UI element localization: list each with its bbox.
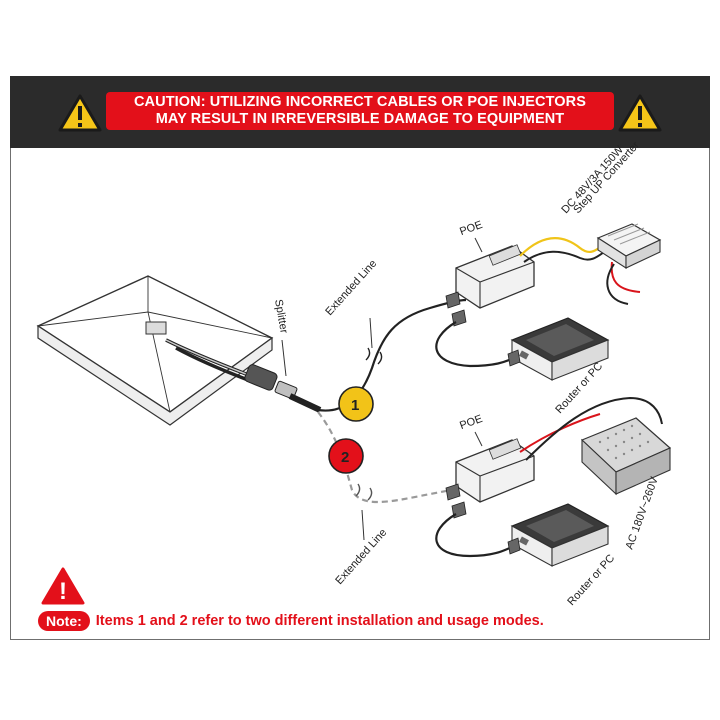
splitter [165, 338, 322, 413]
poe-injector-top [445, 244, 535, 327]
alert-mark: ! [59, 578, 67, 605]
mode-1-badge: 1 [338, 386, 374, 422]
router-bottom [510, 503, 610, 567]
extended-line-bottom-label: Extended Line [333, 527, 389, 587]
warning-triangle-icon [58, 94, 102, 132]
extended-line-solid [317, 298, 467, 412]
poe-bottom-label: POE [458, 413, 484, 432]
alert-triangle-icon: ! [41, 567, 85, 605]
router-top [510, 317, 610, 381]
note-text: Items 1 and 2 refer to two different ins… [95, 613, 544, 629]
converter-label-line-1: DC 48V/3A 150W [559, 143, 626, 216]
mode-1-number: 1 [351, 397, 359, 414]
note-tag: Note: [38, 611, 90, 631]
caution-line-1: CAUTION: UTILIZING INCORRECT CABLES OR P… [133, 94, 587, 110]
splitter-label: Splitter [272, 298, 290, 334]
router-cable-top [435, 321, 515, 368]
mode-2-number: 2 [341, 449, 349, 466]
ac-power-supply [580, 417, 672, 496]
step-up-converter [596, 223, 662, 270]
caution-line-2: MAY RESULT IN IRREVERSIBLE DAMAGE TO EQU… [155, 111, 565, 127]
router-bottom-label: Router or PC [565, 552, 617, 608]
antenna-panel [36, 275, 274, 426]
caution-banner: CAUTION: UTILIZING INCORRECT CABLES OR P… [106, 92, 614, 130]
note-row: Note: Items 1 and 2 refer to two differe… [38, 610, 544, 632]
poe-injector-bottom [445, 438, 535, 519]
extended-line-top-label: Extended Line [323, 258, 379, 318]
poe-top-label: POE [458, 219, 484, 238]
converter-label-line-2: Step UP Converter [571, 139, 642, 216]
mode-2-badge: 2 [328, 438, 364, 474]
warning-triangle-icon [618, 94, 662, 132]
router-cable-bottom [435, 513, 515, 558]
